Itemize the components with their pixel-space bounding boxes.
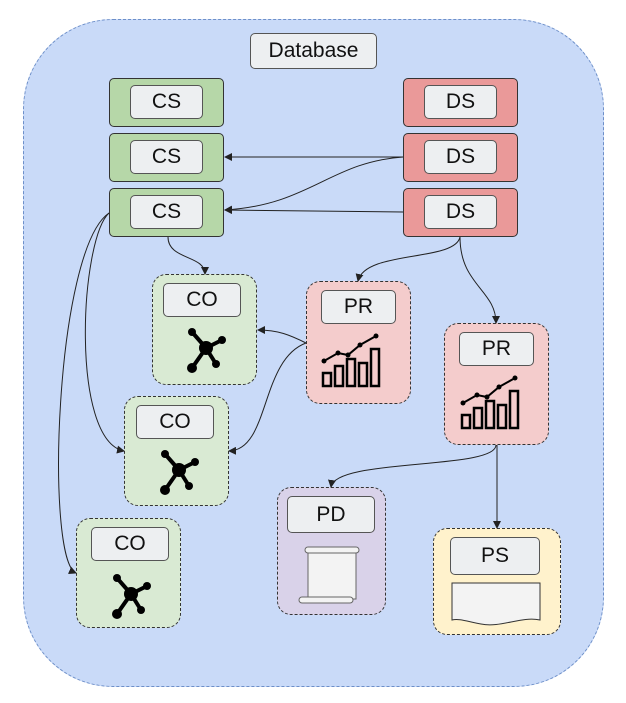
arrow-ds3-to-cs3 [224, 206, 404, 215]
pr-node-2-label: PR [459, 332, 534, 366]
co-node-1-label: CO [163, 283, 241, 317]
arrow-ds3-to-pr2 [459, 236, 500, 324]
molecule-icon [160, 450, 199, 495]
molecule-icon [112, 574, 151, 619]
ds-node-3-label: DS [424, 195, 497, 229]
co-node-3-label: CO [91, 527, 169, 561]
arrow-pr2-to-pd [328, 444, 497, 488]
co-node-2-label: CO [136, 405, 214, 439]
arrow-cs3-to-co3 [58, 212, 110, 574]
bar-chart-icon [321, 333, 381, 388]
cs-node-3-label: CS [130, 195, 203, 229]
arrow-pr1-to-co1 [257, 326, 307, 344]
document-icon [451, 582, 541, 626]
molecule-icon [187, 328, 226, 373]
pr-node-1-label: PR [321, 290, 396, 324]
arrow-ds2-to-cs3 [224, 156, 404, 214]
arrow-pr1-to-co2 [228, 342, 307, 455]
arrow-ds3-to-pr1 [355, 236, 461, 282]
arrow-cs3-to-co1 [167, 236, 209, 275]
bar-chart-icon [460, 375, 520, 430]
arrow-cs3-to-co2 [84, 212, 125, 454]
scroll-icon [298, 546, 360, 604]
ds-node-2-label: DS [424, 140, 497, 174]
cs-node-1-label: CS [130, 85, 203, 119]
cs-node-2-label: CS [130, 140, 203, 174]
database-label: Database [250, 33, 377, 69]
pd-node-label: PD [287, 496, 375, 533]
ds-node-1-label: DS [424, 85, 497, 119]
ps-node-label: PS [450, 537, 540, 575]
